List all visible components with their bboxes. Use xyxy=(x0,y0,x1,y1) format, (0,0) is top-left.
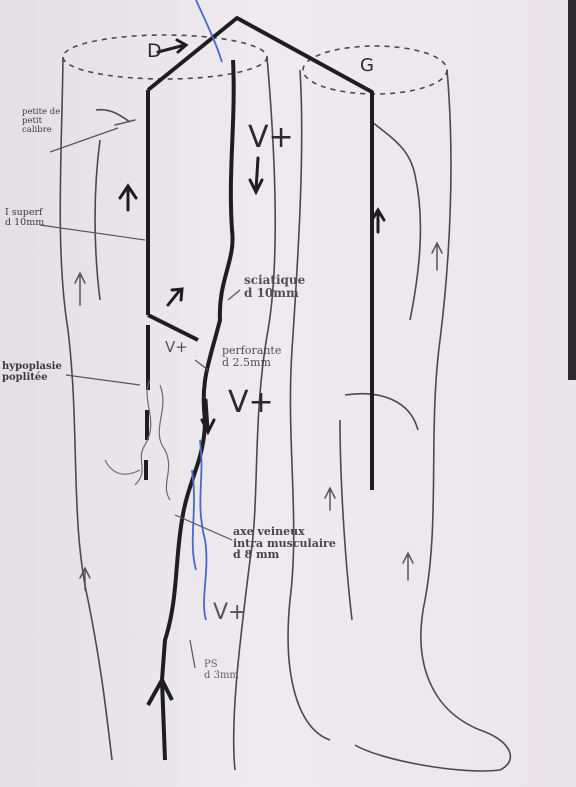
label-petite-calibre: petite de petit calibre xyxy=(22,108,60,135)
left-leg-letter: G xyxy=(360,55,374,76)
flow-arrows xyxy=(120,40,384,432)
dark-border-strip xyxy=(568,0,576,380)
label-ps: PS d 3mm xyxy=(204,660,239,681)
label-hypoplasie: hypoplasie poplitée xyxy=(2,362,62,383)
v-plus-lower: V+ xyxy=(213,600,246,625)
v-plus-upper: V+ xyxy=(248,120,294,155)
v-plus-small: V+ xyxy=(165,338,188,356)
label-superficial: I superf d 10mm xyxy=(5,208,44,228)
pencil-veins xyxy=(105,380,170,500)
label-perforante: perforante d 2.5mm xyxy=(222,345,281,368)
right-leg-letter: D xyxy=(147,40,162,62)
leader-lines xyxy=(40,128,240,668)
left-leg-outline xyxy=(288,46,510,771)
label-axe-veineux: axe veineux intra musculaire d 8 mm xyxy=(233,526,336,561)
blue-veins xyxy=(192,0,222,620)
v-plus-middle: V+ xyxy=(228,385,274,420)
label-sciatique: sciatique d 10mm xyxy=(244,274,305,299)
